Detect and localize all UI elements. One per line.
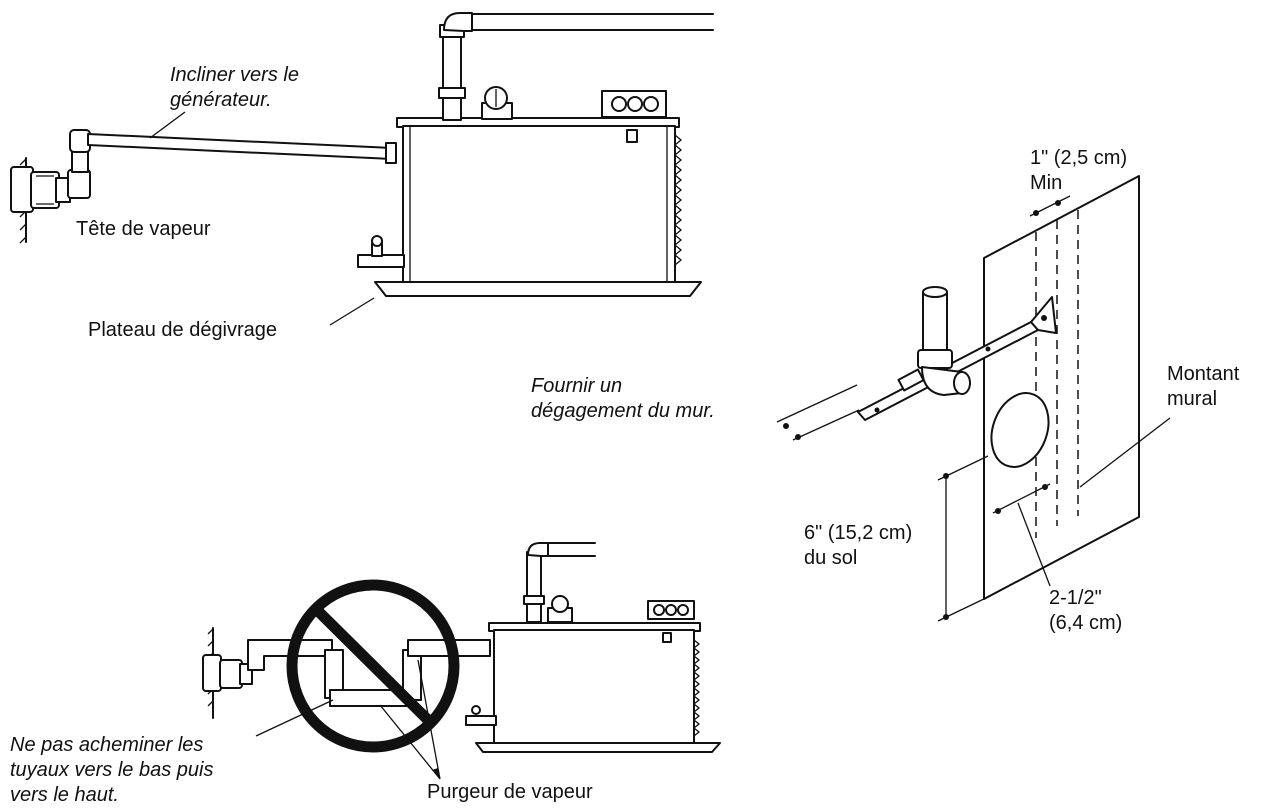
steam-head-top — [10, 166, 71, 213]
drip-pan-pointer — [329, 297, 375, 326]
steam-trap-label: Purgeur de vapeur — [427, 781, 593, 803]
wall-hole — [990, 392, 1050, 468]
prohibition-sign — [286, 579, 460, 753]
no-down-up-label: Ne pas acheminer les tuyaux vers le bas … — [10, 734, 214, 806]
slope-pointer — [149, 111, 186, 139]
clearance-label: Fournir un dégagement du mur. — [531, 375, 715, 422]
correct-installation — [10, 12, 714, 326]
incorrect-installation — [202, 542, 721, 780]
wall-stud-label: Montant mural — [1167, 363, 1240, 410]
wall-panel — [983, 175, 1140, 600]
wall-detail — [776, 175, 1171, 622]
generator-top — [357, 86, 702, 297]
steam-pipe-top — [67, 129, 397, 199]
drip-pan-label: Plateau de dégivrage — [88, 319, 278, 341]
hole-dim-label: 2-1/2" (6,4 cm) — [1049, 587, 1123, 634]
drip-pan-top — [374, 281, 702, 297]
steam-head-label: Tête de vapeur — [76, 218, 211, 240]
floor-height-label: 6" (15,2 cm) du sol — [804, 522, 913, 569]
slope-label: Incliner vers le générateur. — [170, 64, 299, 111]
min-spacing-label: 1" (2,5 cm) Min — [1030, 147, 1128, 194]
top-pipe — [438, 12, 714, 121]
